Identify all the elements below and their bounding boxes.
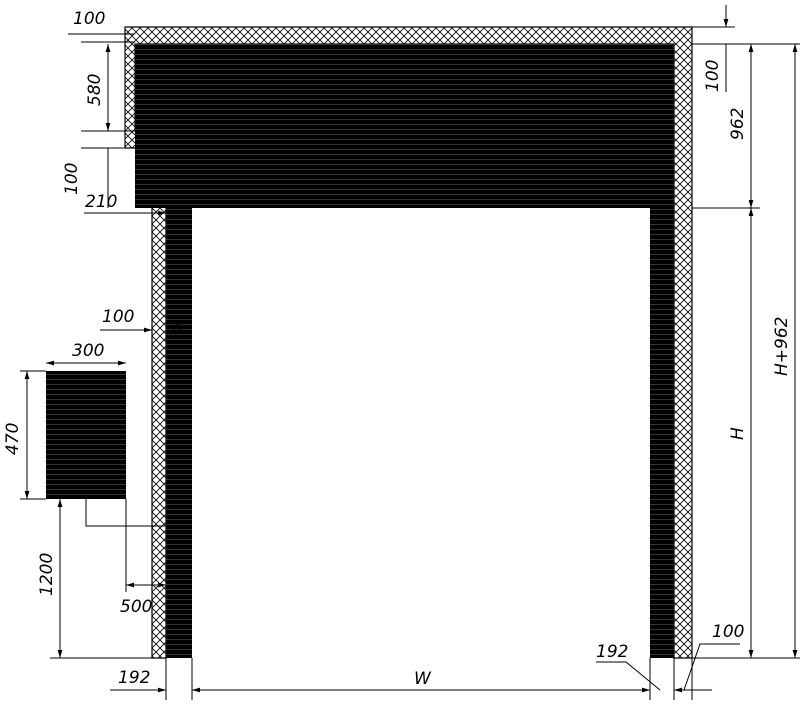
dim-box-offset: 210 <box>85 192 117 212</box>
dim-opening-height: H <box>728 427 748 440</box>
dim-unit-height: 470 <box>3 423 23 455</box>
marker-symbol: Δ <box>169 319 183 339</box>
dim-side-mid: 100 <box>102 307 134 327</box>
dim-unit-width: 300 <box>72 341 104 361</box>
right-guide-rail <box>650 131 674 658</box>
dim-total-height: H+962 <box>772 317 792 376</box>
dim-right-guide: 192 <box>596 642 628 662</box>
dim-left-guide: 192 <box>118 668 150 688</box>
dim-right-wall-bottom: 100 <box>712 622 744 642</box>
dim-top-wall: 100 <box>73 9 105 29</box>
dim-unit-offset: 500 <box>120 597 152 617</box>
dim-mount-height: 1200 <box>37 553 57 596</box>
dim-box-step: 100 <box>62 163 82 195</box>
door-opening <box>192 208 650 658</box>
control-cable <box>85 499 166 527</box>
roller-box <box>135 44 674 208</box>
dim-opening-width: W <box>414 669 432 689</box>
left-guide-rail <box>166 131 192 658</box>
control-unit <box>46 371 126 499</box>
dim-top-section: 962 <box>728 108 748 140</box>
dim-box-height: 580 <box>85 74 105 106</box>
dim-top-right: 100 <box>703 60 723 92</box>
